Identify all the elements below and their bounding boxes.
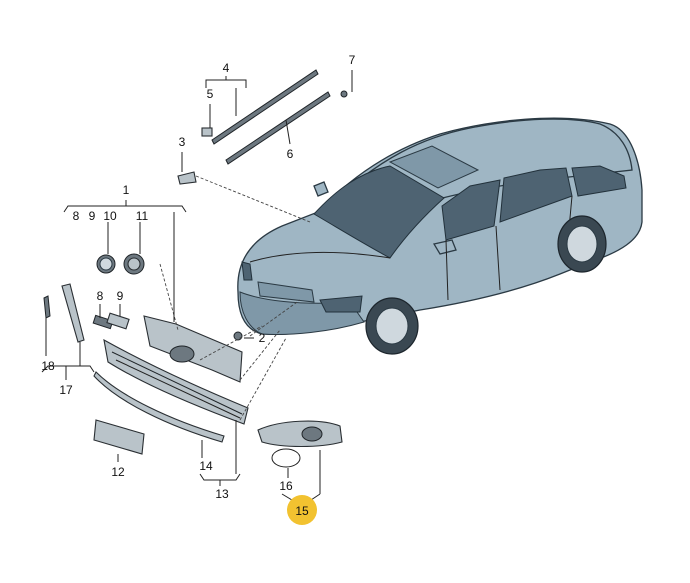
callout-3: 3 [179,135,186,149]
callout-11: 11 [136,209,149,223]
callout-1: 1 [123,183,130,197]
callout-2: 2 [259,331,266,345]
callout-12: 12 [111,465,125,479]
grille-parts [43,283,249,455]
callout-9-upper: 9 [89,209,96,223]
leader-lines [41,70,353,507]
callout-8-upper: 8 [73,209,80,223]
roof-trim-parts [177,69,348,185]
emblem-parts [96,253,145,275]
callout-16: 16 [279,479,293,493]
callout-18: 18 [41,359,55,373]
callout-17: 17 [59,383,73,397]
callout-labels: 1 2 3 4 5 6 7 8 9 10 11 8 9 12 13 14 15 … [41,53,355,518]
callout-5: 5 [207,87,214,101]
highlight-badge [287,495,317,525]
callout-15: 15 [295,504,309,518]
callout-4: 4 [223,61,230,75]
callout-8-lower: 8 [97,289,104,303]
callout-14: 14 [199,459,213,473]
callout-7: 7 [349,53,356,67]
car-illustration [237,117,643,355]
callout-13: 13 [215,487,229,501]
callout-10: 10 [103,209,117,223]
callout-6: 6 [287,147,294,161]
callout-9-lower: 9 [117,289,124,303]
fog-light-parts [257,420,343,468]
assembly-guide-lines [159,175,311,421]
